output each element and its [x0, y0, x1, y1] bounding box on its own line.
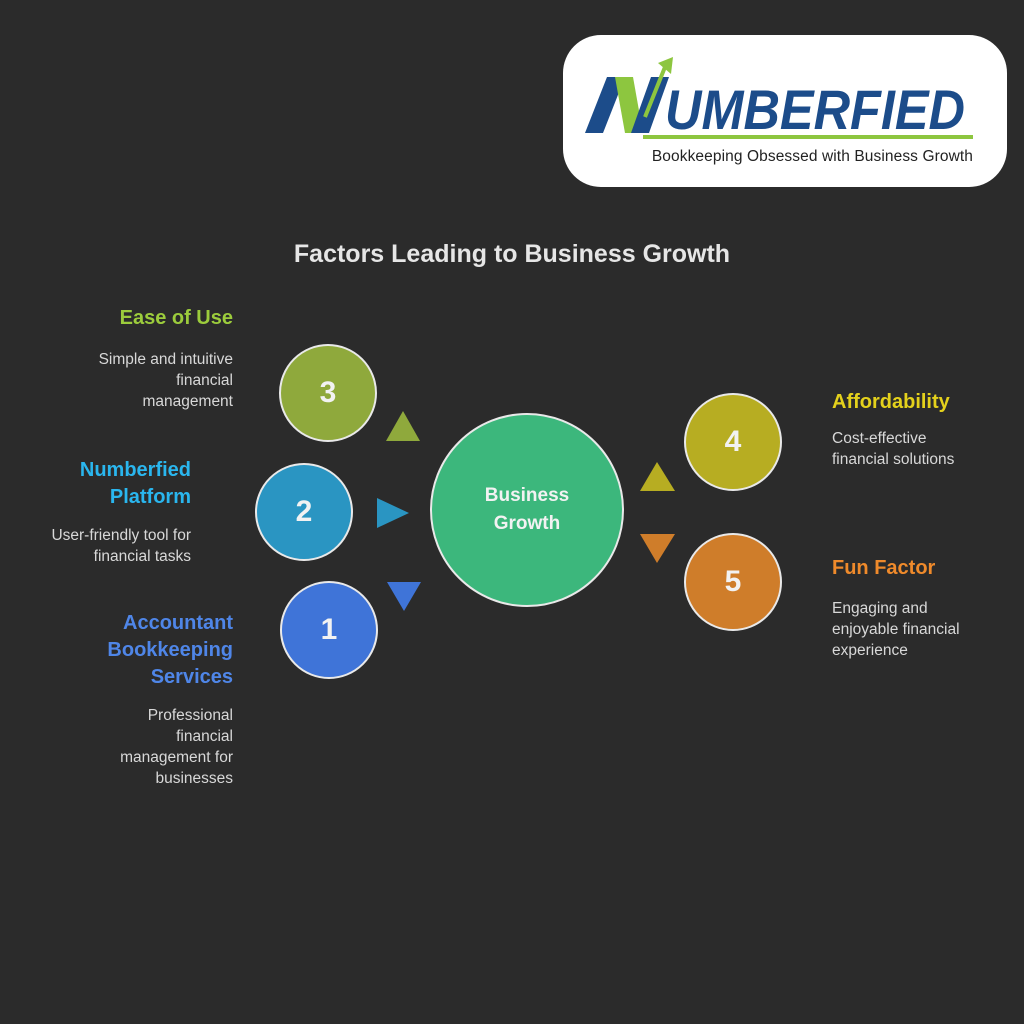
factor-2-name: Numberfied Platform [79, 459, 191, 508]
growth-arrowhead-icon [658, 57, 673, 74]
arrow-5-icon [640, 534, 675, 563]
factor-circle-2: 2 [255, 463, 353, 561]
logo-card: UMBERFIED Bookkeeping Obsessed with Busi… [563, 35, 1007, 187]
diagram-title: Factors Leading to Business Growth [293, 240, 731, 268]
factor-1-description: Professional financial management for bu… [120, 707, 233, 787]
center-label-line1: Business [484, 485, 570, 506]
logo-tagline: Bookkeeping Obsessed with Business Growt… [651, 148, 973, 165]
center-circle-business-growth: Business Growth [430, 413, 624, 607]
arrow-4-icon [640, 462, 675, 491]
factor-circle-4: 4 [684, 393, 782, 491]
center-label-line2: Growth [493, 513, 561, 534]
logo-n-left-stroke [585, 77, 625, 133]
factor-circle-5: 5 [684, 533, 782, 631]
arrow-3-icon [386, 411, 420, 441]
factor-4-description: Cost-effective financial solutions [832, 430, 955, 468]
arrow-2-icon [377, 498, 409, 528]
arrow-1-icon [387, 582, 421, 611]
logo-underline [643, 135, 973, 139]
factor-5-description: Engaging and enjoyable financial experie… [832, 600, 960, 659]
factor-circle-3: 3 [279, 344, 377, 442]
factor-4-name: Affordability [832, 391, 950, 413]
factor-3-name: Ease of Use [119, 307, 233, 329]
factor-5-name: Fun Factor [832, 557, 936, 579]
factor-3-description: Simple and intuitive financial managemen… [98, 351, 233, 410]
factor-2-description: User-friendly tool for financial tasks [51, 527, 191, 565]
growth-arrow-icon [643, 66, 667, 118]
factor-1-name: Accountant Bookkeeping Services [107, 612, 233, 688]
logo-wordmark: UMBERFIED [665, 78, 965, 141]
factor-circle-1: 1 [280, 581, 378, 679]
numberfied-logo: UMBERFIED [585, 57, 973, 141]
